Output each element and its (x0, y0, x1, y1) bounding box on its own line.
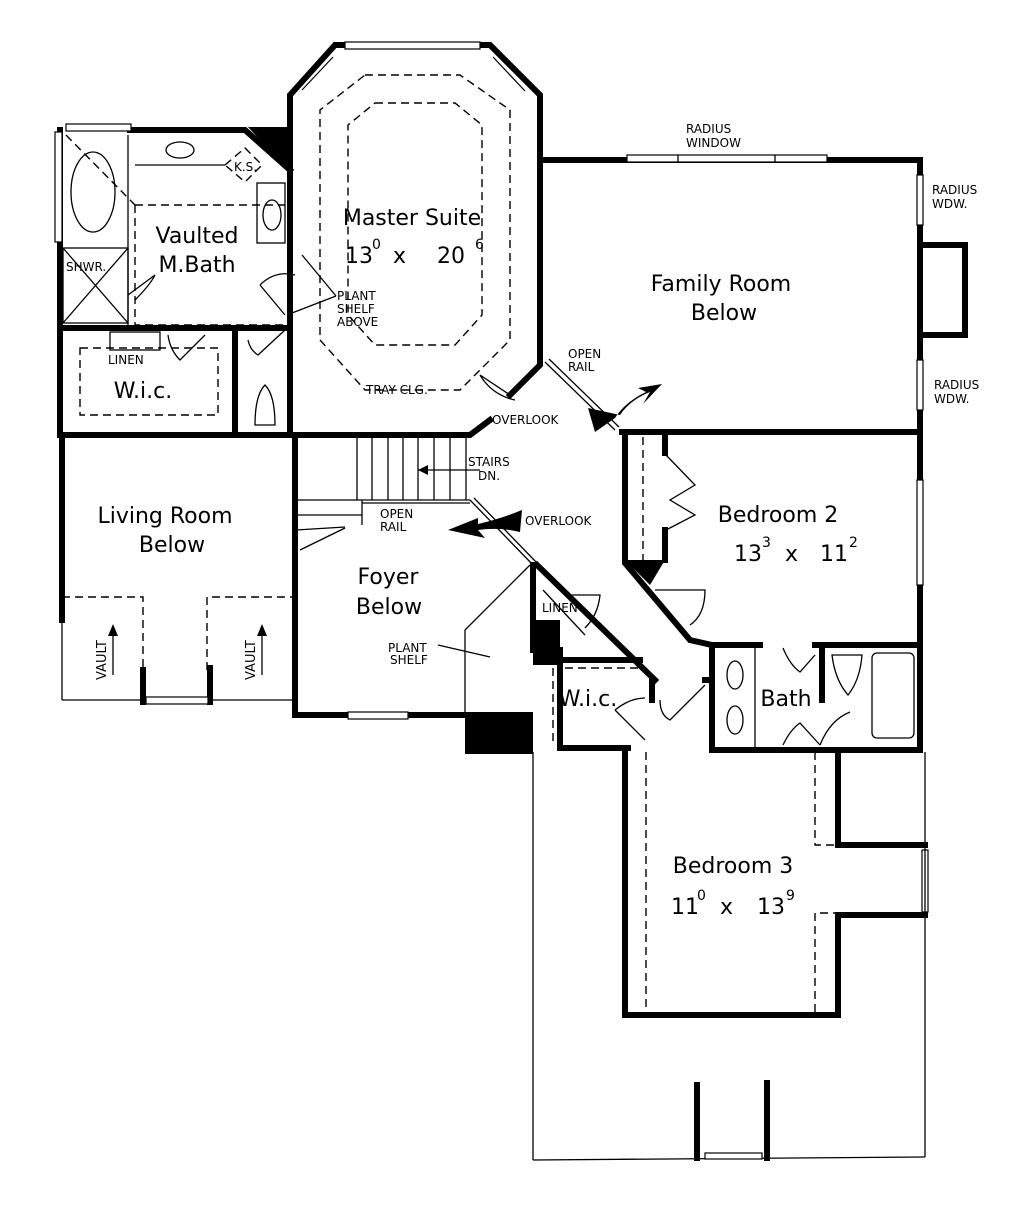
hall-bath: Bath (709, 642, 923, 753)
plant-shelf-above-3: ABOVE (337, 315, 378, 329)
plant-shelf-above-2: SHELF (337, 302, 375, 316)
living-room-label-2: Below (139, 533, 205, 558)
master-suite-dim-l: 20 (437, 244, 465, 269)
master-suite-dim-l-in: 6 (475, 237, 484, 253)
radius-wdw-1a: RADIUS (932, 183, 977, 197)
wic-hall-label: W.i.c. (559, 687, 617, 712)
radius-window-note-2: WINDOW (686, 136, 741, 150)
plant-shelf-note-1: PLANT (388, 641, 427, 655)
vault-arrow-icon-1 (108, 624, 118, 636)
open-rail-2b: RAIL (380, 520, 407, 534)
plant-shelf-above-1: PLANT (337, 289, 376, 303)
linen-note-hall: LINEN (542, 601, 578, 615)
master-suite-label: Master Suite (343, 206, 481, 231)
open-rail-2a: OPEN (380, 507, 413, 521)
open-rail-1a: OPEN (568, 347, 601, 361)
bath-label: Bath (760, 687, 811, 712)
bedroom2-dim-l-in: 2 (849, 535, 858, 551)
stairs (295, 437, 467, 551)
dim-x-3: x (720, 895, 733, 920)
radius-wdw-2b: WDW. (934, 392, 969, 406)
dim-x-2: x (785, 542, 798, 567)
tray-ceiling-note: TRAY CLG. (365, 383, 428, 397)
bedroom3-label: Bedroom 3 (673, 854, 794, 879)
vault-note-2: VAULT (244, 640, 259, 680)
linen-note-master: LINEN (108, 353, 144, 367)
bedroom3-dim-l: 13 (757, 895, 785, 920)
bedroom2-label: Bedroom 2 (718, 503, 839, 528)
living-room-label-1: Living Room (97, 504, 232, 529)
bedroom2-dim-w: 13 (734, 542, 762, 567)
radius-wdw-1b: WDW. (932, 197, 967, 211)
master-suite-dim-w: 13 (345, 244, 373, 269)
vault-arrow-icon-2 (257, 624, 267, 636)
stairs-arrow-icon (418, 465, 428, 475)
bedroom3-dim-l-in: 9 (786, 888, 795, 904)
master-suite: Master Suite 13 0 x 20 6 TRAY CLG. (287, 41, 543, 433)
overlook-arrow-icon (588, 384, 662, 432)
foyer-stairs: STAIRS DN. OPEN RAIL OVERLOOK Foyer Belo… (287, 254, 593, 754)
overlook-note-1: OVERLOOK (492, 413, 560, 427)
overlook-note-2: OVERLOOK (525, 514, 593, 528)
bedroom-3: Bedroom 3 11 0 x 13 9 (532, 749, 929, 1161)
bedroom3-dim-w: 11 (671, 895, 699, 920)
ks-note: K.S. (234, 160, 257, 174)
plant-shelf-note-2: SHELF (390, 653, 428, 667)
stairs-note-1: STAIRS (468, 455, 510, 469)
vaulted-mbath-label-2: M.Bath (158, 253, 235, 278)
bedroom3-dim-w-in: 0 (697, 888, 706, 904)
overlook-arrow-icon-2 (448, 510, 522, 538)
vault-note-1: VAULT (95, 640, 110, 680)
open-rail-1b: RAIL (568, 360, 595, 374)
stairs-note-2: DN. (478, 469, 500, 483)
family-room: RADIUS WINDOW RADIUS WDW. RADIUS WDW. Fa… (492, 122, 979, 433)
living-room: Living Room Below VAULT VAULT (59, 434, 295, 705)
radius-wdw-2a: RADIUS (934, 378, 979, 392)
bedroom2-dim-w-in: 3 (762, 535, 771, 551)
radius-window-note-1: RADIUS (686, 122, 731, 136)
bedroom2-dim-l: 11 (820, 542, 848, 567)
family-room-label-2: Below (691, 301, 757, 326)
shower-note: SHWR. (66, 260, 106, 274)
wic-master-label: W.i.c. (114, 379, 172, 404)
dim-x: x (393, 244, 406, 269)
family-room-label-1: Family Room (651, 272, 791, 297)
foyer-label-1: Foyer (358, 565, 420, 590)
hall-closets: LINEN W.i.c. (530, 560, 715, 751)
bedroom-2: Bedroom 2 13 3 x 11 2 (619, 429, 924, 648)
foyer-label-2: Below (356, 595, 422, 620)
vaulted-mbath-label-1: Vaulted (155, 224, 238, 249)
vaulted-master-bath: K.S. Vaulted M.Bath SHWR. LINEN W.i.c. (54, 123, 296, 438)
master-suite-dim-w-in: 0 (372, 237, 381, 253)
